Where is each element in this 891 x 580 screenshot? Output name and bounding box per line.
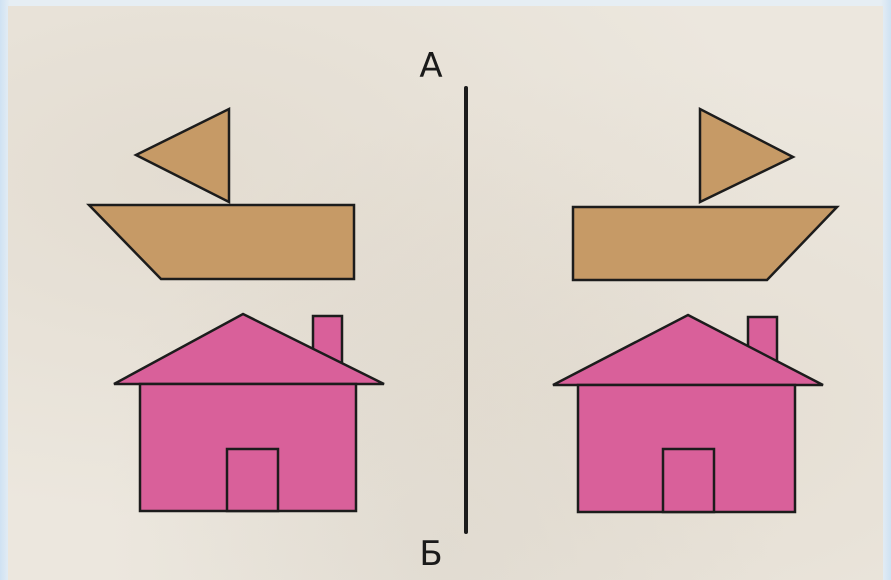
boat-right-hull: [571, 205, 840, 282]
boat-left-sail: [133, 106, 231, 205]
axis-label-top: А: [419, 46, 443, 86]
house-right-door: [661, 447, 716, 514]
house-left-roof: [113, 312, 385, 386]
axis-label-bottom: Б: [419, 534, 443, 574]
house-left: [113, 312, 385, 513]
house-right: [552, 313, 824, 514]
house-right-roof: [552, 313, 824, 387]
house-left-door: [225, 447, 280, 513]
boat-right-sail: [698, 106, 796, 204]
boat-left-hull: [86, 203, 356, 281]
boat-right: [571, 106, 840, 282]
boat-left: [86, 106, 356, 281]
